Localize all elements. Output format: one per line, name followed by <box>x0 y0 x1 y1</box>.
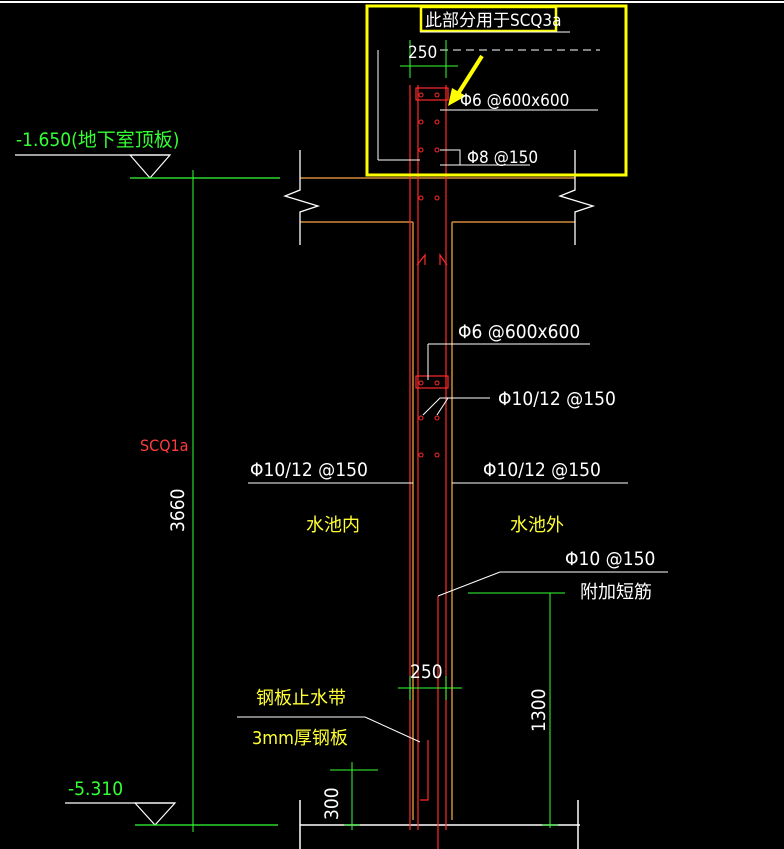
level-bottom-label: -5.310 <box>68 778 123 800</box>
waterstop-leader <box>237 716 421 743</box>
waterstop-label: 钢板止水带 <box>256 688 346 709</box>
highlight-note: 此部分用于SCQ3a <box>425 11 562 31</box>
height-dim <box>185 170 201 832</box>
top-rebar-spacing: Φ8 @150 <box>467 148 538 168</box>
label-inside: 水池内 <box>306 515 360 536</box>
waterstop-dim <box>330 762 378 830</box>
wall-outline <box>412 222 453 820</box>
top-width-dim: 250 <box>408 43 437 63</box>
left-rebar: Φ10/12 @150 <box>250 459 368 481</box>
label-outside: 水池外 <box>510 515 564 536</box>
slab-outline <box>283 150 596 245</box>
bottom-width-dim: 250 <box>410 661 443 683</box>
extra-rebar-spec: Φ10 @150 <box>565 548 655 570</box>
rebars <box>409 85 449 849</box>
level-bottom-marker <box>65 802 278 826</box>
top-rebar-tie: Φ6 @600x600 <box>460 91 569 111</box>
height-total: 3660 <box>167 489 189 533</box>
rebar-dots <box>418 92 440 458</box>
highlight-box <box>365 4 628 177</box>
extra-height: 1300 <box>528 689 550 733</box>
level-top-marker <box>15 154 280 179</box>
mid-rebar-tie: Φ6 @600x600 <box>458 321 580 343</box>
bottom-dim <box>398 676 462 700</box>
mid-rebar-main: Φ10/12 @150 <box>498 388 616 410</box>
waterstop-height: 300 <box>321 787 343 820</box>
level-top-label: -1.650(地下室顶板) <box>16 129 179 151</box>
wall-label: SCQ1a <box>140 436 189 455</box>
extra-dim <box>468 592 565 828</box>
extra-rebar-label: 附加短筋 <box>580 582 652 603</box>
right-rebar: Φ10/12 @150 <box>483 459 601 481</box>
top-leaders <box>377 31 600 166</box>
top-dim <box>400 40 458 78</box>
waterstop-spec: 3mm厚钢板 <box>252 728 348 749</box>
